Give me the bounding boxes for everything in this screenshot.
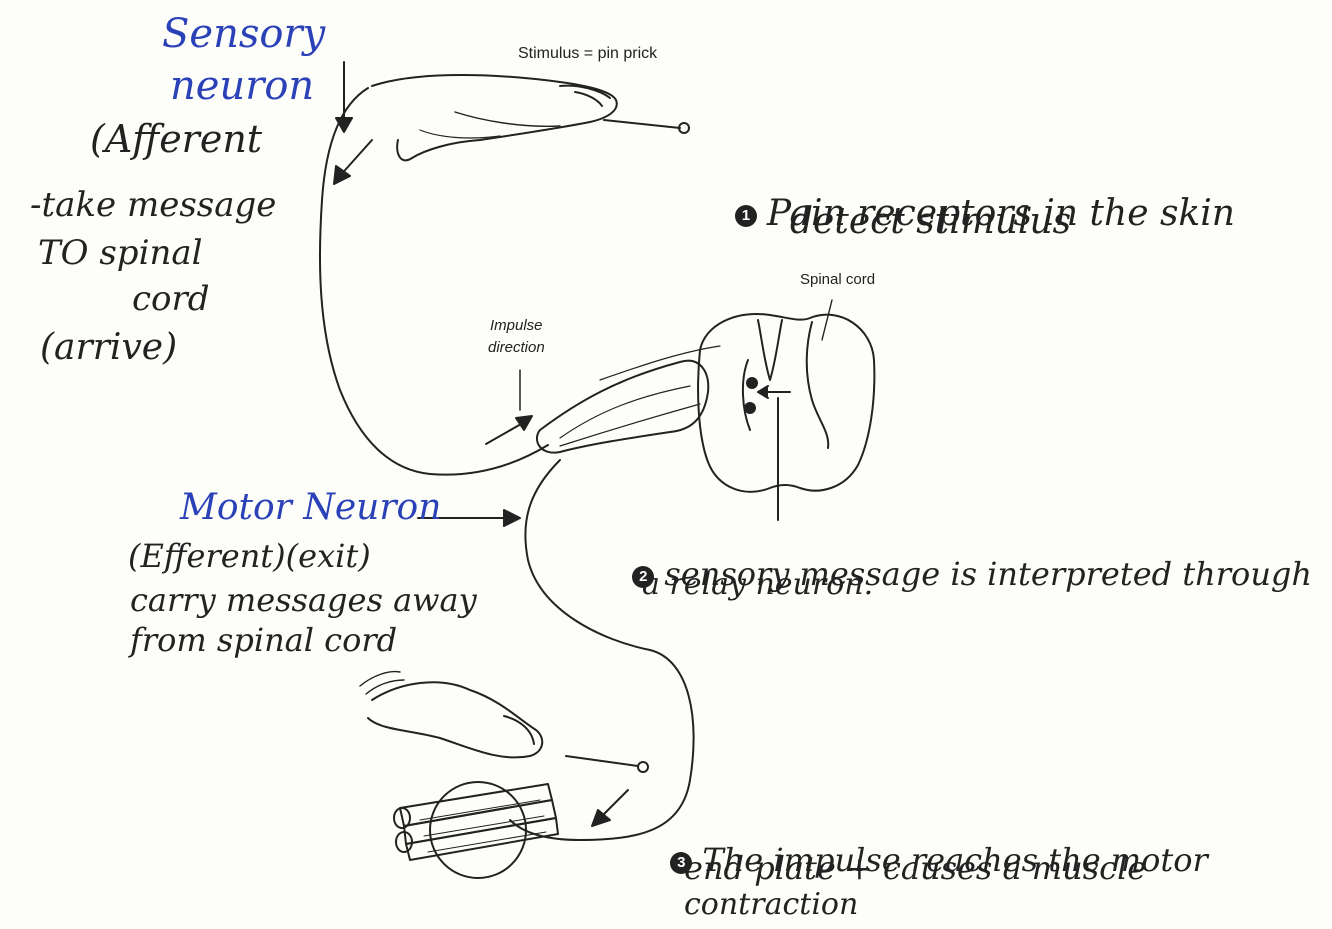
motor-desc-line1: (Efferent)(exit)	[128, 540, 371, 572]
spinal-cord-label: Spinal cord	[800, 272, 875, 287]
sensory-desc-line2: TO spinal	[38, 236, 203, 270]
nerve-root-bundle	[537, 346, 720, 453]
muscle-illustration	[394, 782, 558, 878]
sensory-arrow-icon	[334, 140, 372, 184]
step1-number: 1	[735, 205, 757, 227]
stimulus-label: Stimulus = pin prick	[518, 46, 657, 62]
sensory-neuron-title-line2: neuron	[170, 66, 314, 106]
sensory-desc-line1: -take message	[30, 188, 276, 222]
motor-desc-line2: carry messages away	[130, 584, 477, 616]
motor-desc-line3: from spinal cord	[130, 624, 397, 656]
pin-top	[604, 120, 689, 133]
step3-line2: end plate + causes a muscle	[684, 852, 1146, 884]
spinal-cord-cross-section	[698, 300, 874, 520]
pin-bottom	[566, 756, 648, 772]
afferent-label: (Afferent	[90, 120, 262, 158]
impulse-label-line2: direction	[488, 340, 545, 355]
step1-line2: detect stimulus	[790, 204, 1071, 240]
sensory-neuron-title: Sensory	[162, 14, 325, 54]
step3-line3: contraction	[684, 890, 858, 920]
sensory-neuron-path	[320, 88, 548, 475]
impulse-arrow-icon	[486, 416, 532, 444]
motor-neuron-title: Motor Neuron	[180, 490, 441, 526]
motor-neuron-path	[510, 460, 694, 840]
motor-finger-illustration	[360, 672, 542, 758]
pointer-arrow-icon	[336, 62, 352, 132]
step2-line2: a relay neuron.	[642, 570, 873, 600]
sensory-desc-line4: (arrive)	[40, 330, 177, 366]
motor-arrow-icon	[592, 790, 628, 826]
sensory-desc-line3: cord	[132, 282, 210, 316]
impulse-label-line1: Impulse	[490, 318, 543, 333]
sensory-finger-illustration	[372, 75, 617, 160]
